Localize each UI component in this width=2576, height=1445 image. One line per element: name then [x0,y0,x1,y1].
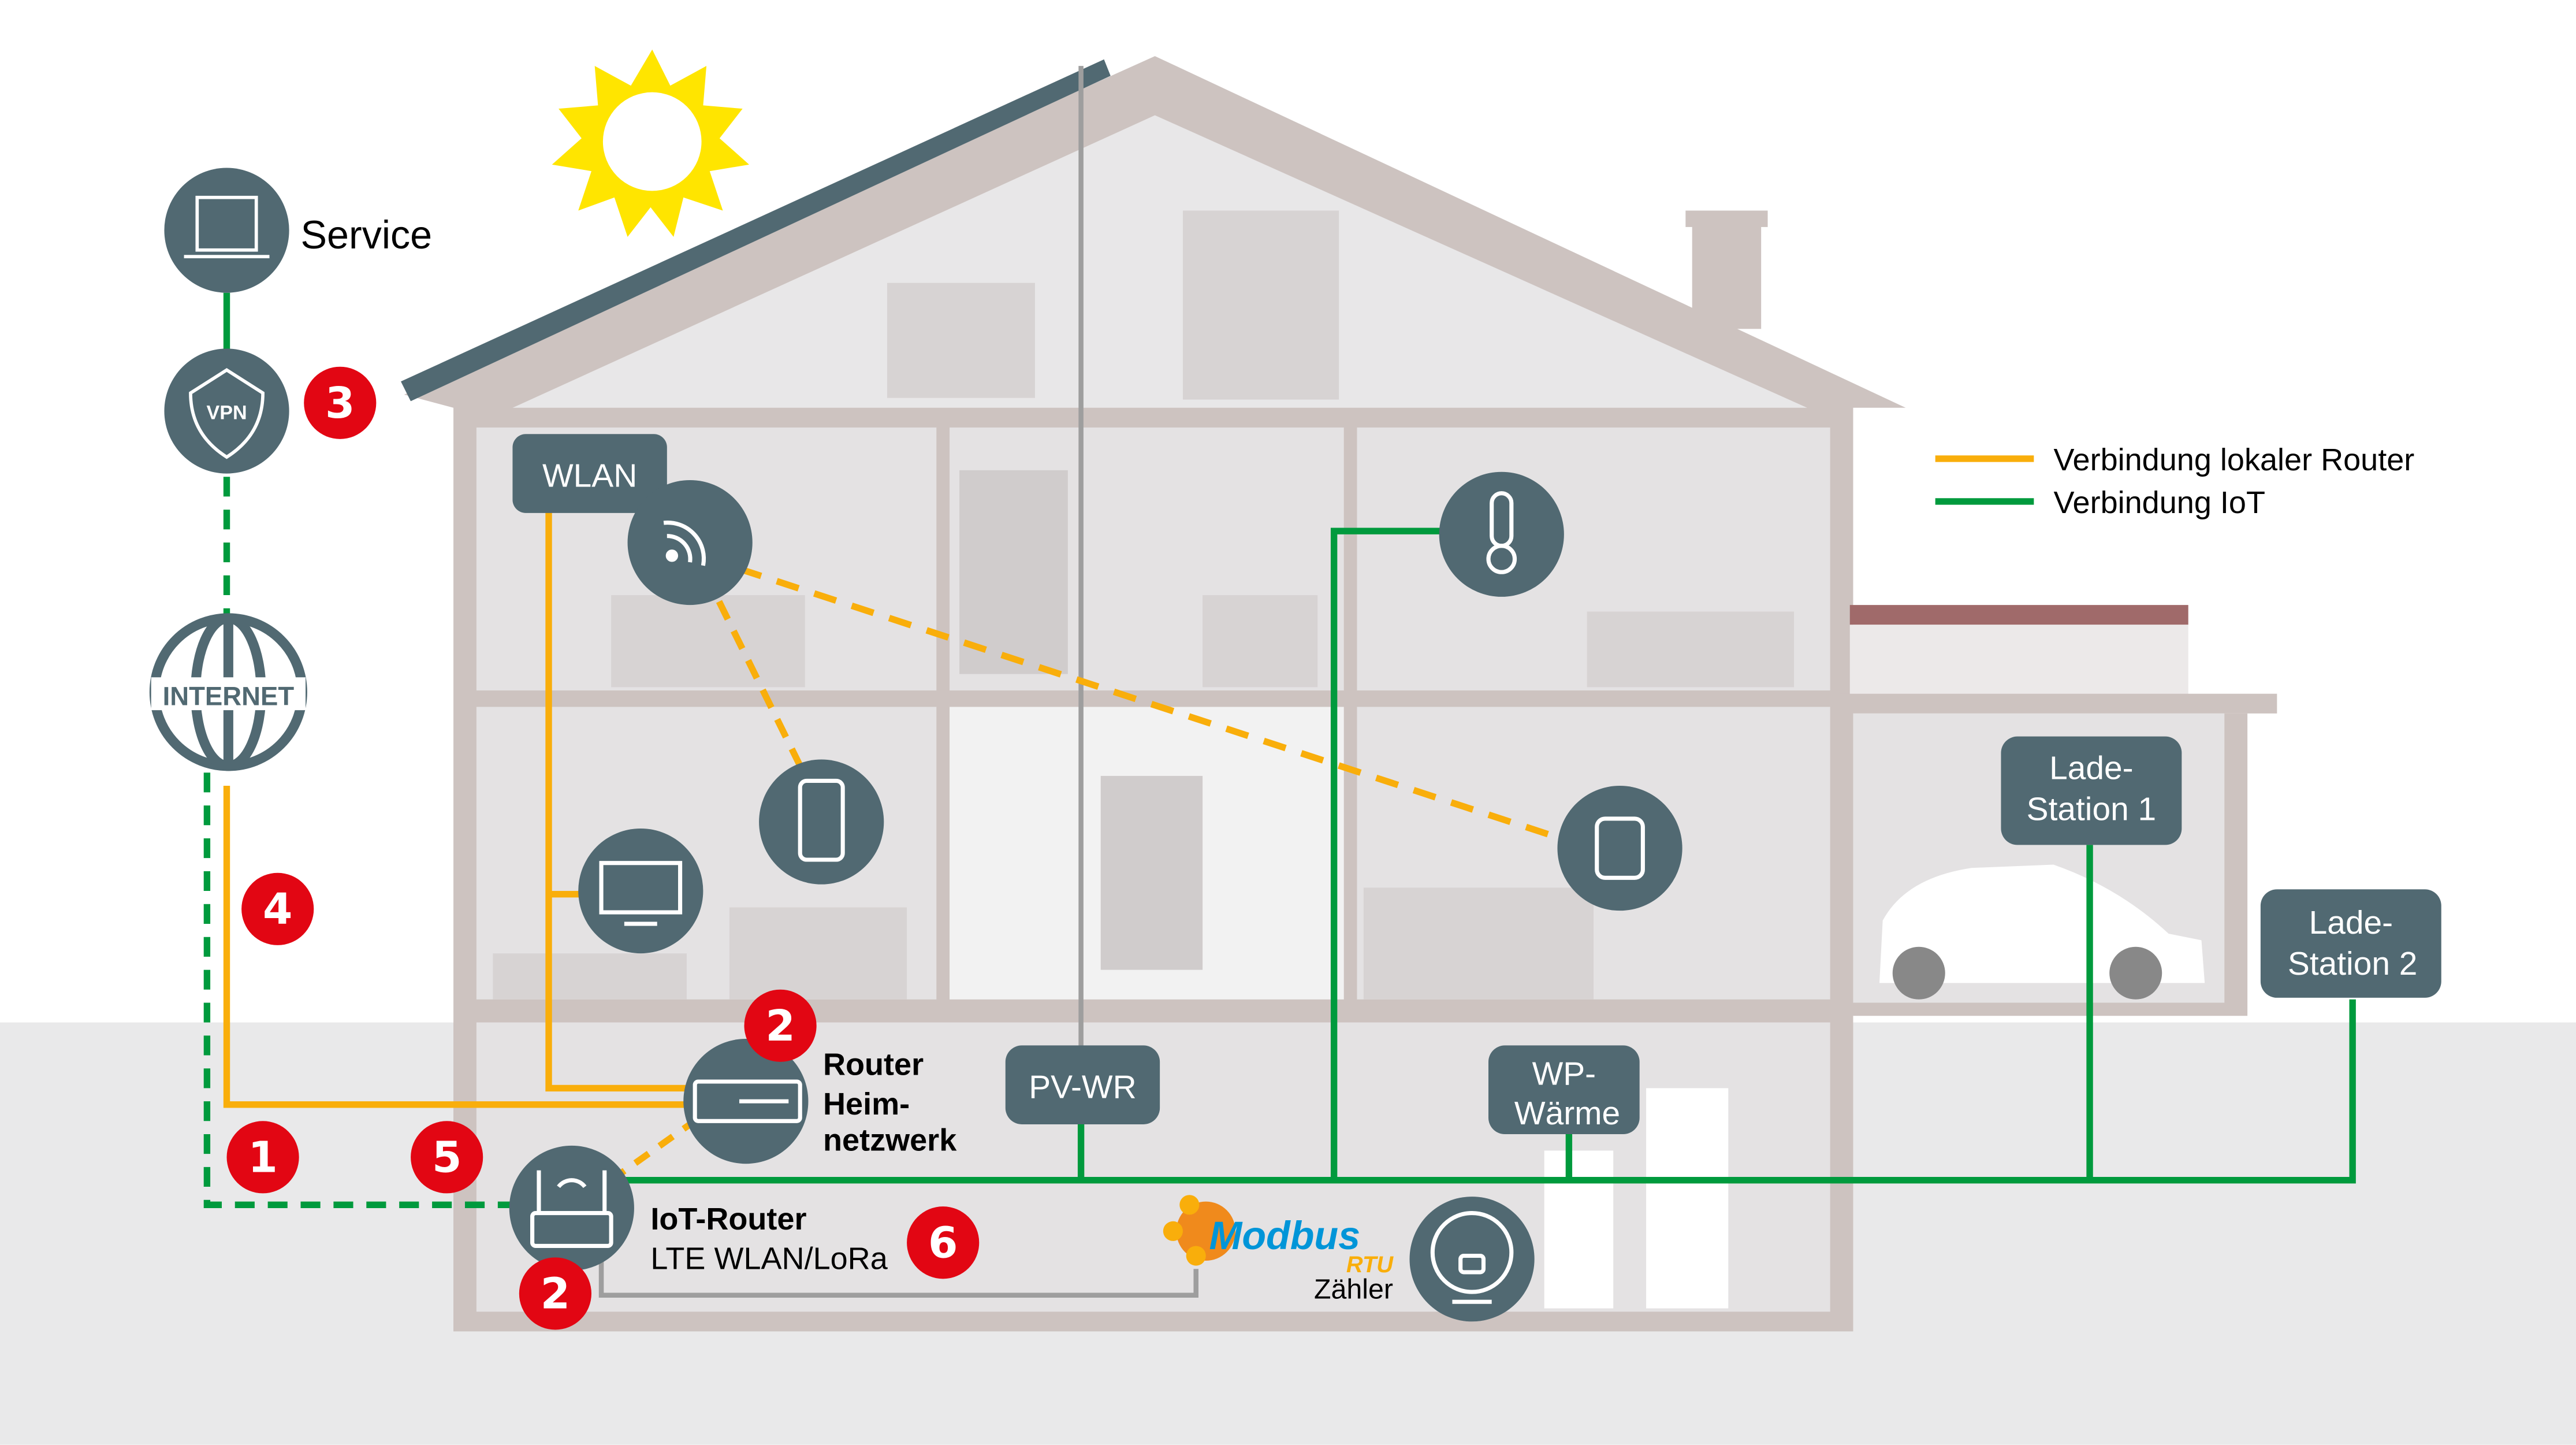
vpn-label: VPN [206,402,247,424]
pv-wr-label: PV-WR [1029,1069,1136,1105]
thermometer-node[interactable] [1439,471,1564,597]
badge-2-iot-router: 2 [519,1257,591,1330]
laptop-icon [184,195,270,258]
zaehler-label: Zähler [1314,1273,1393,1305]
badge-3: 3 [304,366,377,439]
modbus-rtu-logo: Modbus RTU [1163,1195,1394,1277]
badge-6: 6 [907,1206,980,1279]
router-home-label-3: netzwerk [823,1123,957,1157]
badge-4: 4 [241,872,314,945]
badge-5-number: 5 [432,1132,461,1182]
iot-router-label-2: LTE WLAN/LoRa [650,1241,888,1276]
badge-3-number: 3 [325,378,355,428]
lade2-label-2: Station 2 [2288,946,2418,982]
wlan-label: WLAN [542,458,637,494]
house [401,56,1906,1332]
modbus-cable [598,1249,1198,1298]
router-home-label-1: Router [823,1047,924,1082]
router-home-node[interactable] [683,1039,809,1164]
zaehler-node[interactable] [1409,1197,1535,1322]
lade-station-1-node[interactable]: Lade- Station 1 [2001,736,2182,845]
router-home-label-2: Heim- [823,1087,910,1121]
tv-icon [599,861,683,926]
lade2-label-1: Lade- [2309,905,2393,941]
smartwatch-icon [1595,816,1645,880]
badge-4-number: 4 [263,885,292,934]
legend: Verbindung lokaler Router Verbindung IoT [1935,443,2414,520]
thermometer-icon [1486,491,1517,574]
wp-waerme-label-2: Wärme [1514,1095,1620,1132]
lade1-label-2: Station 1 [2027,792,2157,828]
badge-1: 1 [226,1121,299,1194]
tv-node[interactable] [578,828,703,954]
badge-2b-number: 2 [541,1269,570,1319]
legend-label-iot: Verbindung IoT [2053,485,2265,520]
sun-icon [552,49,750,237]
wifi-icon [663,520,706,566]
iot-router-node[interactable] [509,1145,634,1271]
badge-5: 5 [411,1121,483,1194]
lade-station-2-node[interactable]: Lade- Station 2 [2260,889,2441,998]
smartwatch-node[interactable] [1557,786,1682,911]
lade1-label-1: Lade- [2049,751,2133,787]
badge-1-number: 1 [248,1132,277,1182]
vpn-node[interactable]: VPN [164,348,289,474]
wp-waerme-node[interactable]: WP- Wärme [1488,1045,1640,1135]
iot-connections [203,292,2356,1209]
meter-icon [1430,1210,1514,1304]
internet-label: INTERNET [163,682,295,711]
pv-wr-node[interactable]: PV-WR [1005,1045,1160,1124]
badge-2-router-home: 2 [744,989,817,1062]
smartphone-node[interactable] [759,759,884,885]
badge-6-number: 6 [928,1218,958,1268]
smartphone-icon [798,778,845,862]
legend-label-local-router: Verbindung lokaler Router [2053,443,2414,477]
modbus-label: Modbus [1209,1214,1360,1258]
router-icon [693,1079,802,1123]
service-node[interactable] [164,168,289,293]
wlan-node[interactable]: WLAN [512,434,753,606]
badge-2a-number: 2 [765,1001,795,1051]
internet-node[interactable]: INTERNET [149,613,307,771]
service-label: Service [301,213,433,257]
solar-panel [401,59,1111,402]
rtu-label: RTU [1346,1252,1394,1277]
shield-icon [189,368,265,459]
iot-router-label-1: IoT-Router [650,1202,806,1236]
wifi-router-icon [530,1170,613,1248]
wp-waerme-label-1: WP- [1532,1056,1596,1093]
